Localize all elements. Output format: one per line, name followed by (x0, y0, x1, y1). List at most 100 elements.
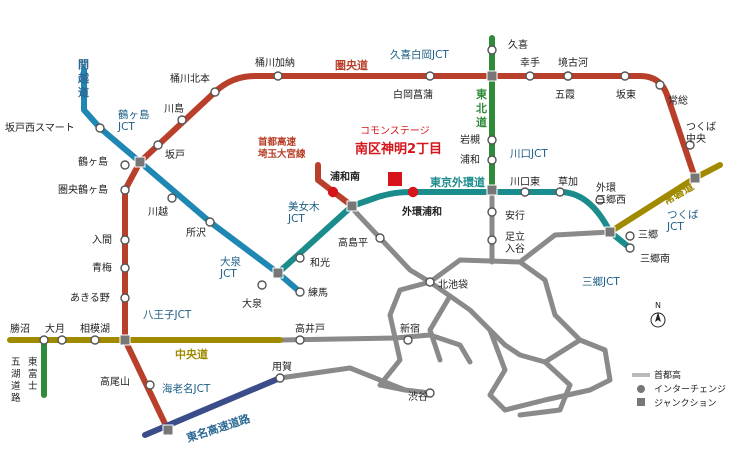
ic-label-kawagoe: 川越 (148, 205, 168, 218)
ic-marker-misato_minami (625, 243, 635, 253)
ic-marker-gaikan_urawa (407, 186, 419, 198)
ic-label-shiraoka_shobu: 白岡菖蒲 (393, 88, 433, 101)
ic-marker-kawajima (177, 115, 187, 125)
shutoko-misato (517, 229, 613, 265)
ic-label-kita_ikebukuro: 北池袋 (438, 278, 468, 291)
ic-marker-katsunuma (39, 335, 49, 345)
ic-label-satte: 幸手 (520, 56, 540, 69)
ic-marker-misato (625, 231, 635, 241)
ic-marker-gaikan_misato_nishi (595, 195, 605, 205)
jct-label-ebina: 海老名JCT (162, 382, 211, 395)
ic-marker-kita_ikebukuro (425, 277, 435, 287)
ic-label-youga: 用賀 (272, 361, 292, 373)
label-kanetsu-1: 関 (78, 58, 89, 71)
ic-marker-joso (655, 80, 665, 90)
kanetsu-expressway (81, 67, 303, 295)
ic-marker-wako (295, 253, 305, 263)
ic-marker-iwatsuki (487, 135, 497, 145)
shutoko-inner (427, 293, 453, 363)
ic-label-soka: 草加 (558, 176, 578, 188)
label-tohoku-2: 北 (476, 101, 487, 115)
ic-label-kawaguchi_higashi: 川口東 (510, 175, 540, 188)
ic-label-tokorozawa: 所沢 (186, 226, 206, 239)
shutoko-wangan (517, 359, 573, 418)
legend-junction: ジャンクション (654, 398, 717, 409)
ic-marker-sakado_nishi_smart (95, 123, 105, 133)
label-higashi-fuji-7: 士 (28, 380, 38, 392)
ic-label-okegawa_kano: 桶川加納 (255, 56, 295, 69)
legend-jct-swatch (637, 398, 645, 406)
ic-marker-shinjuku (403, 335, 413, 345)
ic-marker-kuki (487, 45, 497, 55)
ic-marker-kenou_tsurugashima (120, 185, 130, 195)
ic-label-iwatsuki: 岩槻 (460, 133, 480, 146)
ic-marker-nerima (295, 287, 305, 297)
ic-marker-urawa_minami (327, 186, 339, 198)
shuto-saitama-omiya-line (315, 162, 355, 209)
ic-marker-satte (525, 71, 535, 81)
label-tohoku-3: 道 (476, 115, 487, 129)
property-marker: コモンステージ 南区神明2丁目 (355, 126, 442, 186)
ic-marker-tokorozawa (205, 217, 215, 227)
ic-label-sakado: 坂戸 (165, 149, 185, 161)
ic-marker-ome (120, 263, 130, 273)
ic-marker-shibuya (425, 388, 435, 398)
jct-marker-tsurugashima (134, 156, 146, 168)
ic-label-oizumi: 大泉 (242, 297, 262, 310)
label-higashi-fuji: 五 湖 道 路 東 富 士 (11, 356, 38, 404)
label-chuo: 中央道 (175, 347, 208, 361)
ic-marker-yasuyuki (487, 207, 497, 217)
north-pointer (655, 312, 661, 322)
label-higashi-fuji-2: 湖 (11, 369, 21, 380)
ic-label-kawajima: 川島 (164, 102, 184, 115)
ic-label-okegawa_kitamoto: 桶川北本 (170, 72, 210, 85)
ic-marker-soka (555, 187, 565, 197)
jct-marker-tsukuba (689, 172, 701, 184)
jct-label-misato: 三郷JCT (582, 275, 620, 288)
label-higashi-fuji-5: 東 (28, 356, 38, 368)
ic-marker-iruma (120, 235, 130, 245)
ic-marker-urawa (487, 155, 497, 165)
jct-marker-misato (604, 226, 616, 238)
ic-marker-kawagoe (167, 193, 177, 203)
ic-label-gaikan_urawa: 外環浦和 (401, 205, 442, 218)
ic-marker-youga (275, 373, 285, 383)
ic-label-misato_minami: 三郷南 (640, 252, 670, 265)
label-higashi-fuji-3: 道 (11, 380, 21, 392)
ic-label-urawa: 浦和 (460, 153, 480, 166)
jct-label-hachioji: 八王子JCT (143, 309, 192, 321)
ic-label-goka: 五霞 (555, 89, 575, 101)
ic-label-takashimadaira: 高島平 (338, 236, 368, 249)
label-kanetsu: 関 越 道 (77, 58, 90, 99)
ic-marker-sakado (153, 140, 163, 150)
ic-marker-takashimadaira (375, 233, 385, 243)
ic-label-katsunuma: 勝沼 (10, 322, 30, 335)
property-square (388, 172, 402, 186)
north-arrow: N (650, 301, 666, 328)
legend: 首都高 インターチェンジ ジャンクション (632, 369, 726, 409)
ic-marker-akiruno (120, 293, 130, 303)
legend-shutoko: 首都高 (654, 369, 681, 381)
jct-marker-bijogi (346, 200, 358, 212)
ic-marker-takaosan (145, 380, 155, 390)
jct-label-kawaguchi: 川口JCT (510, 148, 548, 160)
ic-label-sagamiko: 相模湖 (80, 322, 110, 335)
ic-label-tsurugashima: 鶴ヶ島 (78, 155, 108, 168)
ic-label-urawa_minami: 浦和南 (330, 170, 360, 183)
ic-label-iruma: 入間 (92, 234, 112, 246)
label-shuto-saitama-2: 埼玉大宮線 (258, 148, 306, 160)
shutoko-tomei (277, 365, 433, 396)
shutoko-route-1 (377, 235, 583, 365)
ic-marker-tsurugashima (120, 160, 130, 170)
jct-marker-hachioji (119, 334, 131, 346)
label-ken-o: 圏央道 (335, 58, 368, 72)
ic-marker-okegawa_kano (273, 71, 283, 81)
ic-label-kenou_tsurugashima: 圏央鶴ヶ島 (58, 183, 108, 196)
north-letter: N (655, 301, 661, 310)
ic-marker-bando (620, 71, 630, 81)
ic-label-takaido: 高井戸 (295, 322, 325, 335)
